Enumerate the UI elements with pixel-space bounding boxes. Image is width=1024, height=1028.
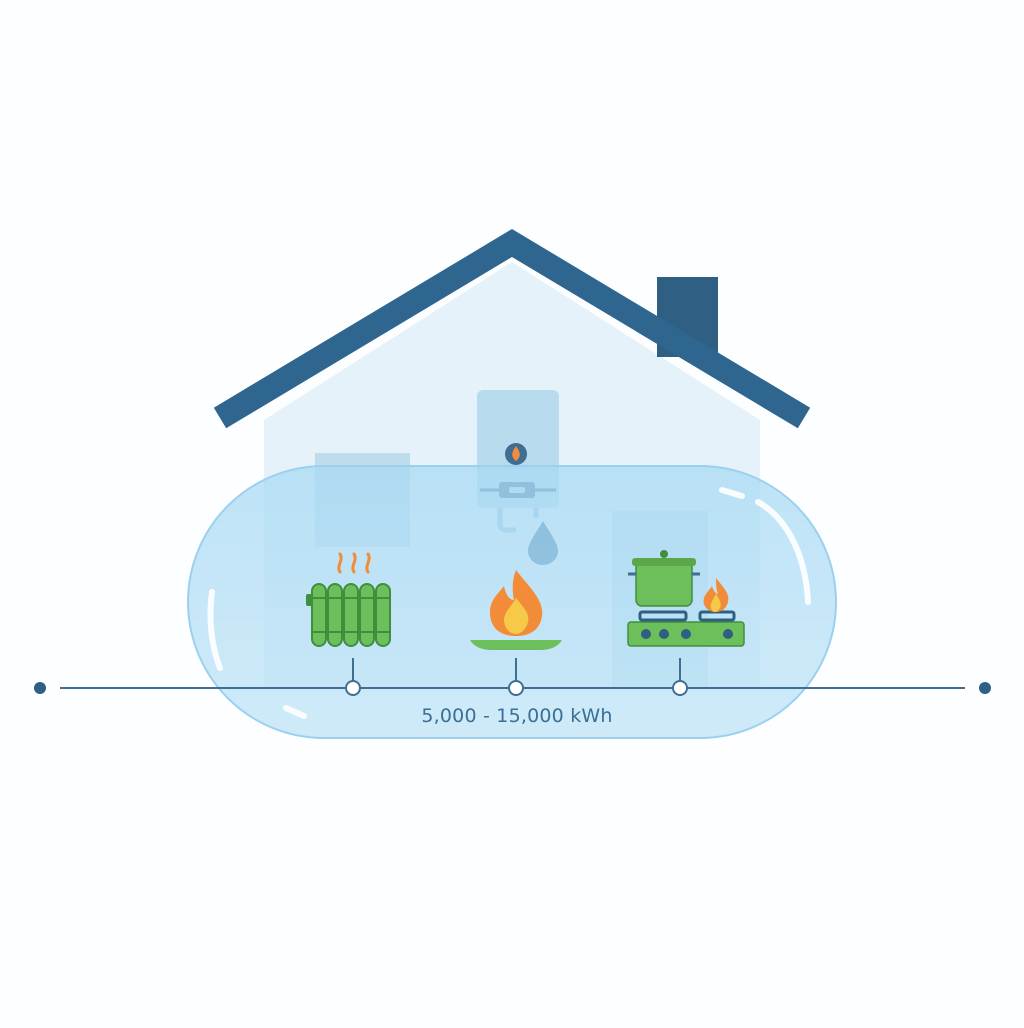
timeline-node-cooking — [672, 680, 688, 696]
capsule-highlight-right — [719, 487, 811, 605]
house-roof — [213, 229, 811, 429]
stove-icon — [627, 610, 745, 647]
gas-flame-icon — [470, 570, 562, 650]
radiator-icon — [306, 583, 391, 647]
capsule-highlight-bottom — [283, 705, 307, 719]
stove-flame-icon — [703, 578, 729, 612]
cooking-pot-icon — [628, 550, 700, 607]
timeline-node-hot-water — [508, 680, 524, 696]
heat-waves-icon — [337, 552, 371, 574]
timeline-node-heating — [345, 680, 361, 696]
timeline-end-dot — [979, 682, 991, 694]
range-label: 5,000 - 15,000 kWh — [421, 705, 613, 727]
timeline-start-dot — [34, 682, 46, 694]
capsule-highlight-left — [207, 589, 223, 671]
timeline — [34, 658, 991, 696]
